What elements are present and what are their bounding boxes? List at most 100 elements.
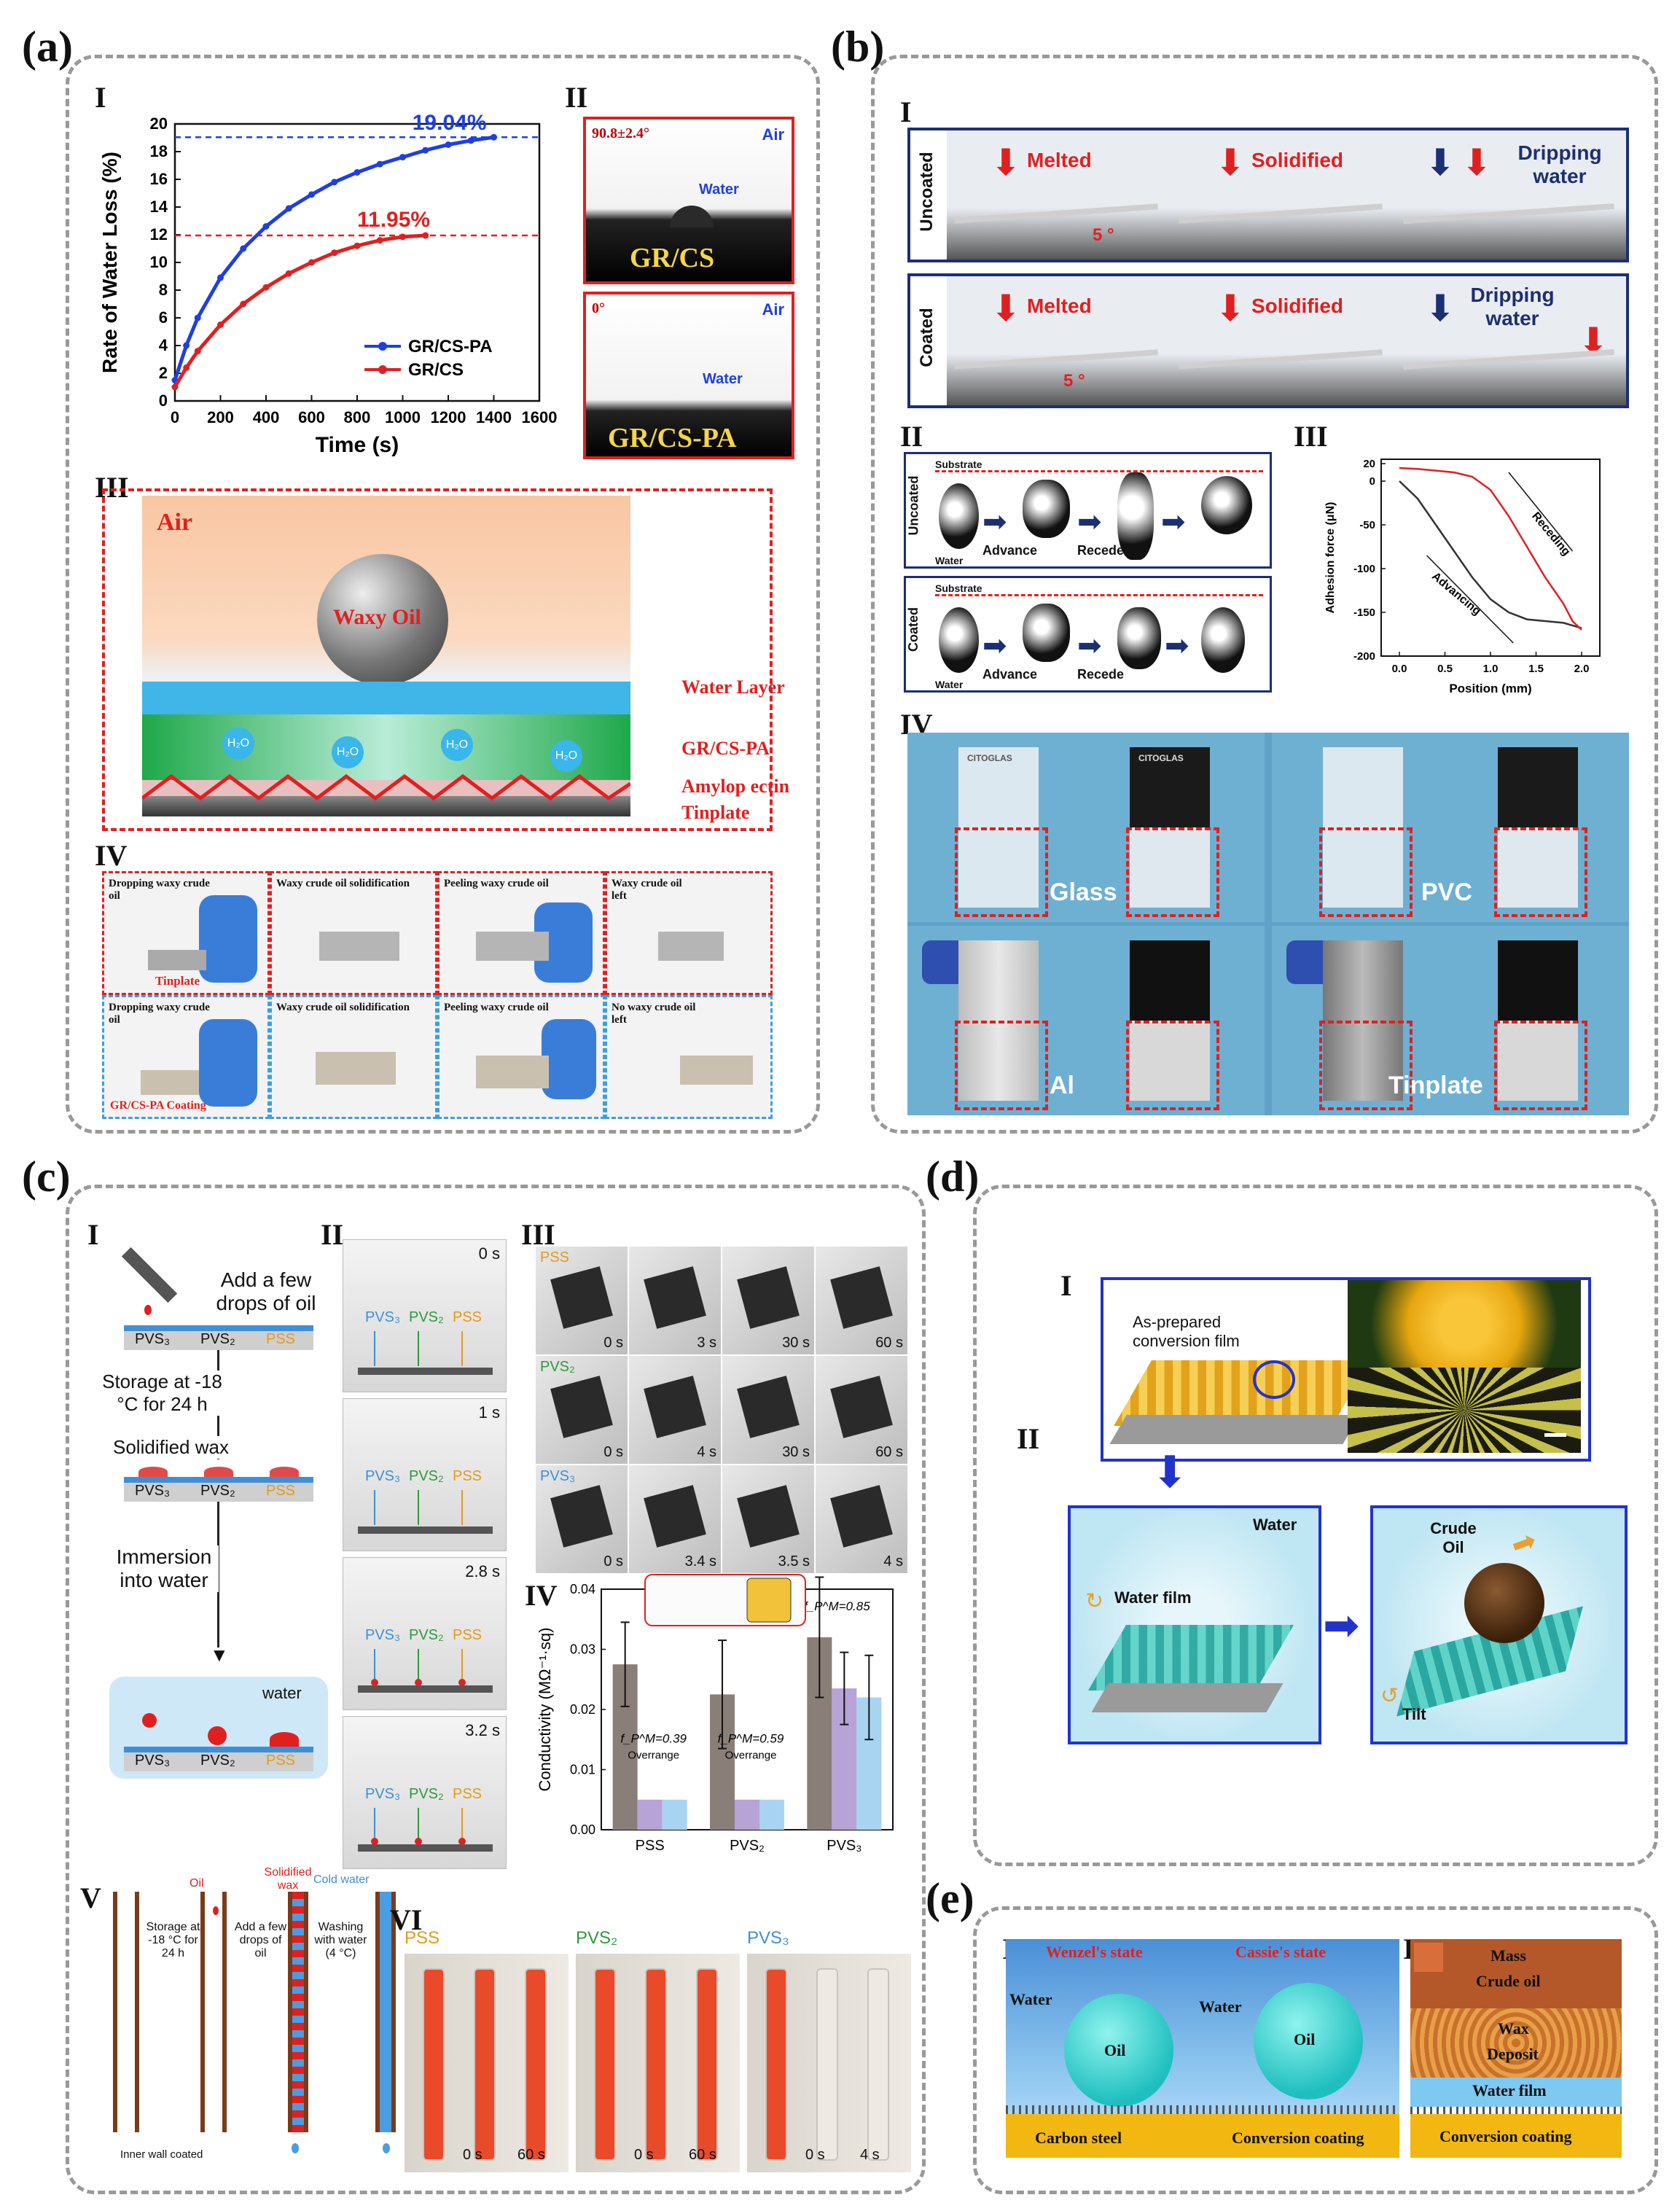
tilt-angle: 5 ° bbox=[1063, 371, 1085, 391]
time-label: 3.5 s bbox=[778, 1553, 810, 1569]
y-tick-label: 10 bbox=[150, 253, 168, 271]
oil-droplet bbox=[458, 1679, 466, 1686]
wax-label: Wax bbox=[1498, 2019, 1529, 2038]
c-numeral-5: V bbox=[80, 1882, 101, 1914]
oil-droplet-cassie bbox=[1254, 1983, 1363, 2099]
sample-square bbox=[644, 1266, 706, 1329]
data-point bbox=[331, 249, 338, 257]
oil-drop bbox=[144, 1305, 152, 1315]
x-axis-title: Position (mm) bbox=[1449, 682, 1531, 695]
tube bbox=[765, 1968, 787, 2161]
data-point bbox=[399, 233, 406, 241]
surface-label-gr-cs: GR/CS bbox=[630, 243, 715, 273]
x-tick-label: 800 bbox=[344, 408, 371, 426]
solidified-wax-text: Solidified wax bbox=[264, 1866, 312, 1892]
surface-label: PVS₃ bbox=[135, 1331, 171, 1347]
conversion-coating-label: Conversion coating bbox=[1232, 2129, 1364, 2147]
x-tick-label: PSS bbox=[636, 1838, 665, 1854]
crude-oil-label: Crude oil bbox=[1476, 1972, 1541, 1990]
droplet bbox=[1117, 607, 1161, 669]
d-numeral-1: I bbox=[1060, 1269, 1072, 1302]
x-tick-label: 1.5 bbox=[1528, 663, 1544, 675]
surface-label-gr-cs-pa: GR/CS-PA bbox=[608, 423, 737, 453]
arrow-right-icon: ➡ bbox=[982, 506, 1007, 538]
photo-cell: Melted⬇5 ° bbox=[947, 276, 1173, 405]
pvc-photo: PVC bbox=[1272, 733, 1629, 922]
flower-photo bbox=[1348, 1280, 1581, 1368]
blue-arrow-icon: ⬇ bbox=[1425, 142, 1456, 183]
add-oil-step-text: Add a few drops of oil bbox=[234, 1921, 287, 1960]
inner-wall-text: Inner wall coated bbox=[120, 2148, 203, 2161]
melted-label: Melted bbox=[1027, 149, 1092, 171]
y-tick-label: 4 bbox=[159, 336, 168, 354]
droplet bbox=[939, 483, 979, 549]
dashed-region bbox=[1494, 827, 1587, 917]
series-line bbox=[173, 135, 494, 381]
blue-arrow-icon: ⬇ bbox=[1425, 288, 1456, 329]
water-text: water bbox=[262, 1684, 302, 1702]
photo-cell: Dripping water⬇⬇ bbox=[1396, 130, 1626, 260]
dashed-region bbox=[1319, 1021, 1413, 1110]
droplet-adhesion-diagram: Uncoated Substrate ➡ ➡ ➡ Water Advance R… bbox=[904, 452, 1272, 696]
data-point bbox=[422, 147, 429, 154]
panel-b-frame bbox=[871, 55, 1658, 1134]
pointer-arrow bbox=[461, 1649, 463, 1684]
dashed-region bbox=[1494, 1021, 1587, 1110]
time-label: 3.4 s bbox=[684, 1553, 716, 1569]
pointer-arrow bbox=[374, 1649, 375, 1684]
droplet bbox=[1201, 607, 1245, 673]
y-tick-label: 0.04 bbox=[570, 1582, 595, 1596]
plate bbox=[316, 1052, 396, 1085]
plate bbox=[319, 932, 399, 961]
surface-label: PVS₂ bbox=[576, 1928, 618, 1948]
x-tick-label: 1400 bbox=[476, 408, 512, 426]
y-tick-label: 0.03 bbox=[570, 1642, 595, 1657]
arrow-right-icon: ➡ bbox=[1165, 630, 1189, 662]
time-label: 2.8 s bbox=[465, 1562, 500, 1580]
mechanism-scene: Air Waxy Oil H₂O H₂O H₂O H₂O bbox=[142, 496, 630, 816]
y-tick-label: 0.01 bbox=[570, 1763, 595, 1777]
arrow-down-icon: ▼ bbox=[210, 1644, 229, 1666]
step-caption: No waxy crude oil left bbox=[612, 1002, 696, 1026]
pointer-arrow bbox=[418, 1331, 419, 1366]
contact-angle-value: 90.8±2.4° bbox=[592, 125, 649, 141]
photo-cell: Melted⬇5 ° bbox=[947, 130, 1173, 260]
recede-label: Recede bbox=[1077, 667, 1125, 682]
step-caption: Waxy crude oil solidification bbox=[276, 1002, 410, 1013]
legend-label: GR/CS bbox=[408, 360, 464, 380]
water-label: Water bbox=[935, 555, 964, 566]
panel-a-frame bbox=[66, 55, 820, 1134]
surface-label: PVS₃ bbox=[365, 1468, 401, 1484]
sample-square bbox=[737, 1485, 800, 1548]
oil-droplet bbox=[415, 1838, 422, 1845]
dashed-region bbox=[1319, 827, 1413, 917]
y-axis-title: Rate of Water Loss (%) bbox=[98, 152, 121, 373]
droplet bbox=[939, 607, 979, 673]
surface-label: PVS₃ bbox=[135, 1483, 171, 1499]
c-numeral-2: II bbox=[321, 1218, 344, 1251]
b-numeral-3: III bbox=[1294, 420, 1328, 453]
tilted-plate bbox=[954, 203, 1158, 224]
time-label: 60 s bbox=[875, 1444, 903, 1460]
pointer-arrow bbox=[461, 1331, 463, 1366]
y-tick-label: -150 bbox=[1353, 607, 1375, 619]
data-point bbox=[399, 154, 406, 161]
pipette-icon bbox=[121, 1247, 178, 1303]
tube bbox=[696, 1968, 718, 2161]
a-numeral-1: I bbox=[95, 81, 106, 114]
zoom-circle bbox=[1253, 1360, 1295, 1399]
oil-droplet bbox=[371, 1679, 378, 1686]
film-substrate bbox=[1109, 1415, 1360, 1444]
substrate-base bbox=[124, 1331, 313, 1350]
tube-wall bbox=[375, 1892, 380, 2132]
red-arrow-icon: ⬇ bbox=[991, 288, 1021, 329]
plate bbox=[141, 1070, 199, 1095]
surface-label: PSS bbox=[266, 1483, 296, 1499]
x-tick-label: 1200 bbox=[431, 408, 466, 426]
data-point bbox=[194, 314, 201, 321]
panel-b-label: (b) bbox=[831, 23, 885, 71]
surface-label: PVS₂ bbox=[200, 1483, 235, 1499]
data-point bbox=[285, 270, 292, 277]
